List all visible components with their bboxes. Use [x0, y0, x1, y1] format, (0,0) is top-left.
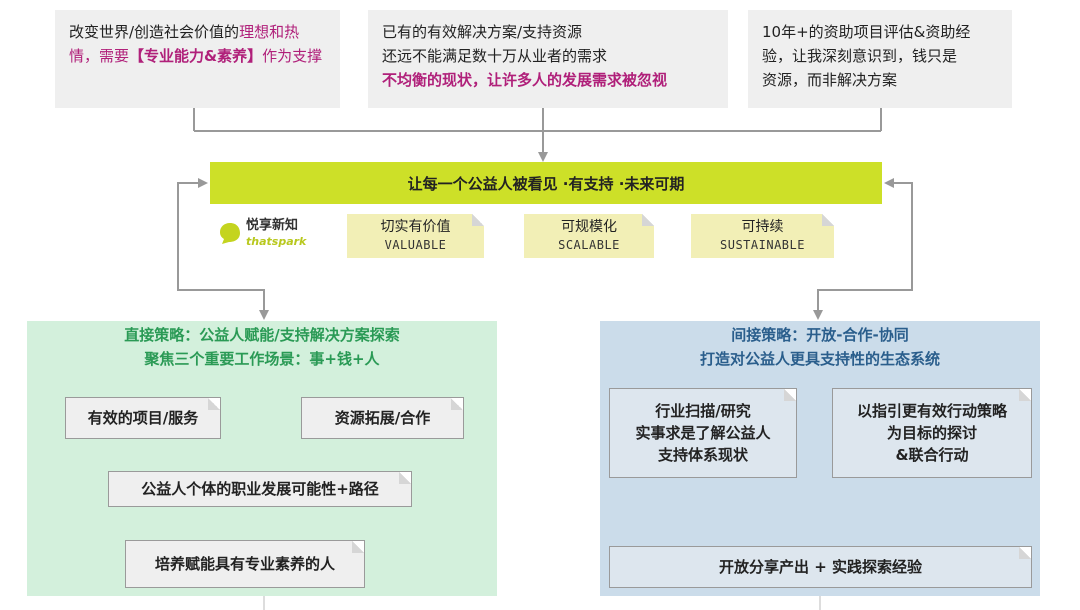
card-label: 公益人个体的职业发展可能性+路径 — [141, 480, 379, 498]
card-line: 实事求是了解公益人 — [635, 424, 771, 442]
value-cn: 切实有价值 — [380, 219, 451, 235]
card-career: 公益人个体的职业发展可能性+路径 — [108, 471, 412, 507]
card-projects: 有效的项目/服务 — [65, 397, 221, 439]
logo-en: thatspark — [246, 235, 307, 248]
card-resources: 资源拓展/合作 — [301, 397, 464, 439]
speech-bubble-logo-icon — [220, 223, 240, 244]
value-tag-valuable: 切实有价值 VALUABLE — [347, 214, 484, 258]
card-research: 行业扫描/研究 实事求是了解公益人 支持体系现状 — [609, 388, 797, 478]
reason-box-passion: 改变世界/创造社会价值的理想和热情，需要【专业能力&素养】作为支撑 — [55, 10, 340, 108]
reason-box-resources: 已有的有效解决方案/支持资源 还远不能满足数十万从业者的需求 不均衡的现状，让许… — [368, 10, 728, 108]
reason-highlight-end: 作为支撑 — [262, 47, 323, 65]
reason-highlight: 理想和热情，需要 — [69, 23, 300, 65]
panel-subtitle: 打造对公益人更具支持性的生态系统 — [699, 350, 940, 368]
card-label: 开放分享产出 + 实践探索经验 — [718, 558, 922, 576]
card-share: 开放分享产出 + 实践探索经验 — [609, 546, 1032, 588]
card-joint-action: 以指引更有效行动策略 为目标的探讨 &联合行动 — [832, 388, 1032, 478]
card-line: 支持体系现状 — [657, 446, 748, 464]
card-line: 行业扫描/研究 — [655, 402, 751, 420]
value-tag-sustainable: 可持续 SUSTAINABLE — [691, 214, 834, 258]
reason-line: 还远不能满足数十万从业者的需求 — [382, 47, 608, 65]
reason-text: 改变世界/创造社会价值的 — [69, 23, 240, 41]
card-line: 为目标的探讨 — [886, 424, 977, 442]
reason-highlight-bold: 【专业能力&素养】 — [129, 47, 263, 65]
mission-banner: 让每一个公益人被看见 ·有支持 ·未来可期 — [210, 162, 882, 204]
logo-cn: 悦享新知 — [246, 218, 299, 233]
reason-line: 资源，而非解决方案 — [762, 71, 898, 89]
value-en: VALUABLE — [384, 238, 447, 252]
reason-line: 10年+的资助项目评估&资助经 — [762, 23, 971, 41]
reason-highlight-line: 不均衡的现状，让许多人的发展需求被忽视 — [382, 71, 668, 89]
value-en: SCALABLE — [558, 238, 620, 252]
mission-text: 让每一个公益人被看见 ·有支持 ·未来可期 — [407, 174, 685, 193]
card-people: 培养赋能具有专业素养的人 — [125, 540, 365, 588]
value-tag-scalable: 可规模化 SCALABLE — [524, 214, 654, 258]
panel-subtitle: 聚焦三个重要工作场景：事+钱+人 — [144, 350, 380, 368]
card-line: 以指引更有效行动策略 — [856, 402, 1007, 420]
card-label: 资源拓展/合作 — [334, 409, 431, 427]
value-cn: 可持续 — [741, 219, 784, 235]
panel-title: 间接策略：开放-合作-协同 — [731, 326, 909, 344]
card-label: 培养赋能具有专业素养的人 — [154, 555, 335, 573]
reason-box-experience: 10年+的资助项目评估&资助经 验，让我深刻意识到，钱只是 资源，而非解决方案 — [748, 10, 1012, 108]
reason-line: 验，让我深刻意识到，钱只是 — [762, 47, 958, 65]
panel-title: 直接策略：公益人赋能/支持解决方案探索 — [124, 326, 400, 344]
reason-line: 已有的有效解决方案/支持资源 — [382, 23, 583, 41]
logo: 悦享新知 thatspark — [218, 215, 318, 255]
value-cn: 可规模化 — [561, 219, 617, 235]
value-en: SUSTAINABLE — [720, 238, 805, 252]
card-line: &联合行动 — [895, 446, 969, 464]
card-label: 有效的项目/服务 — [87, 409, 199, 427]
